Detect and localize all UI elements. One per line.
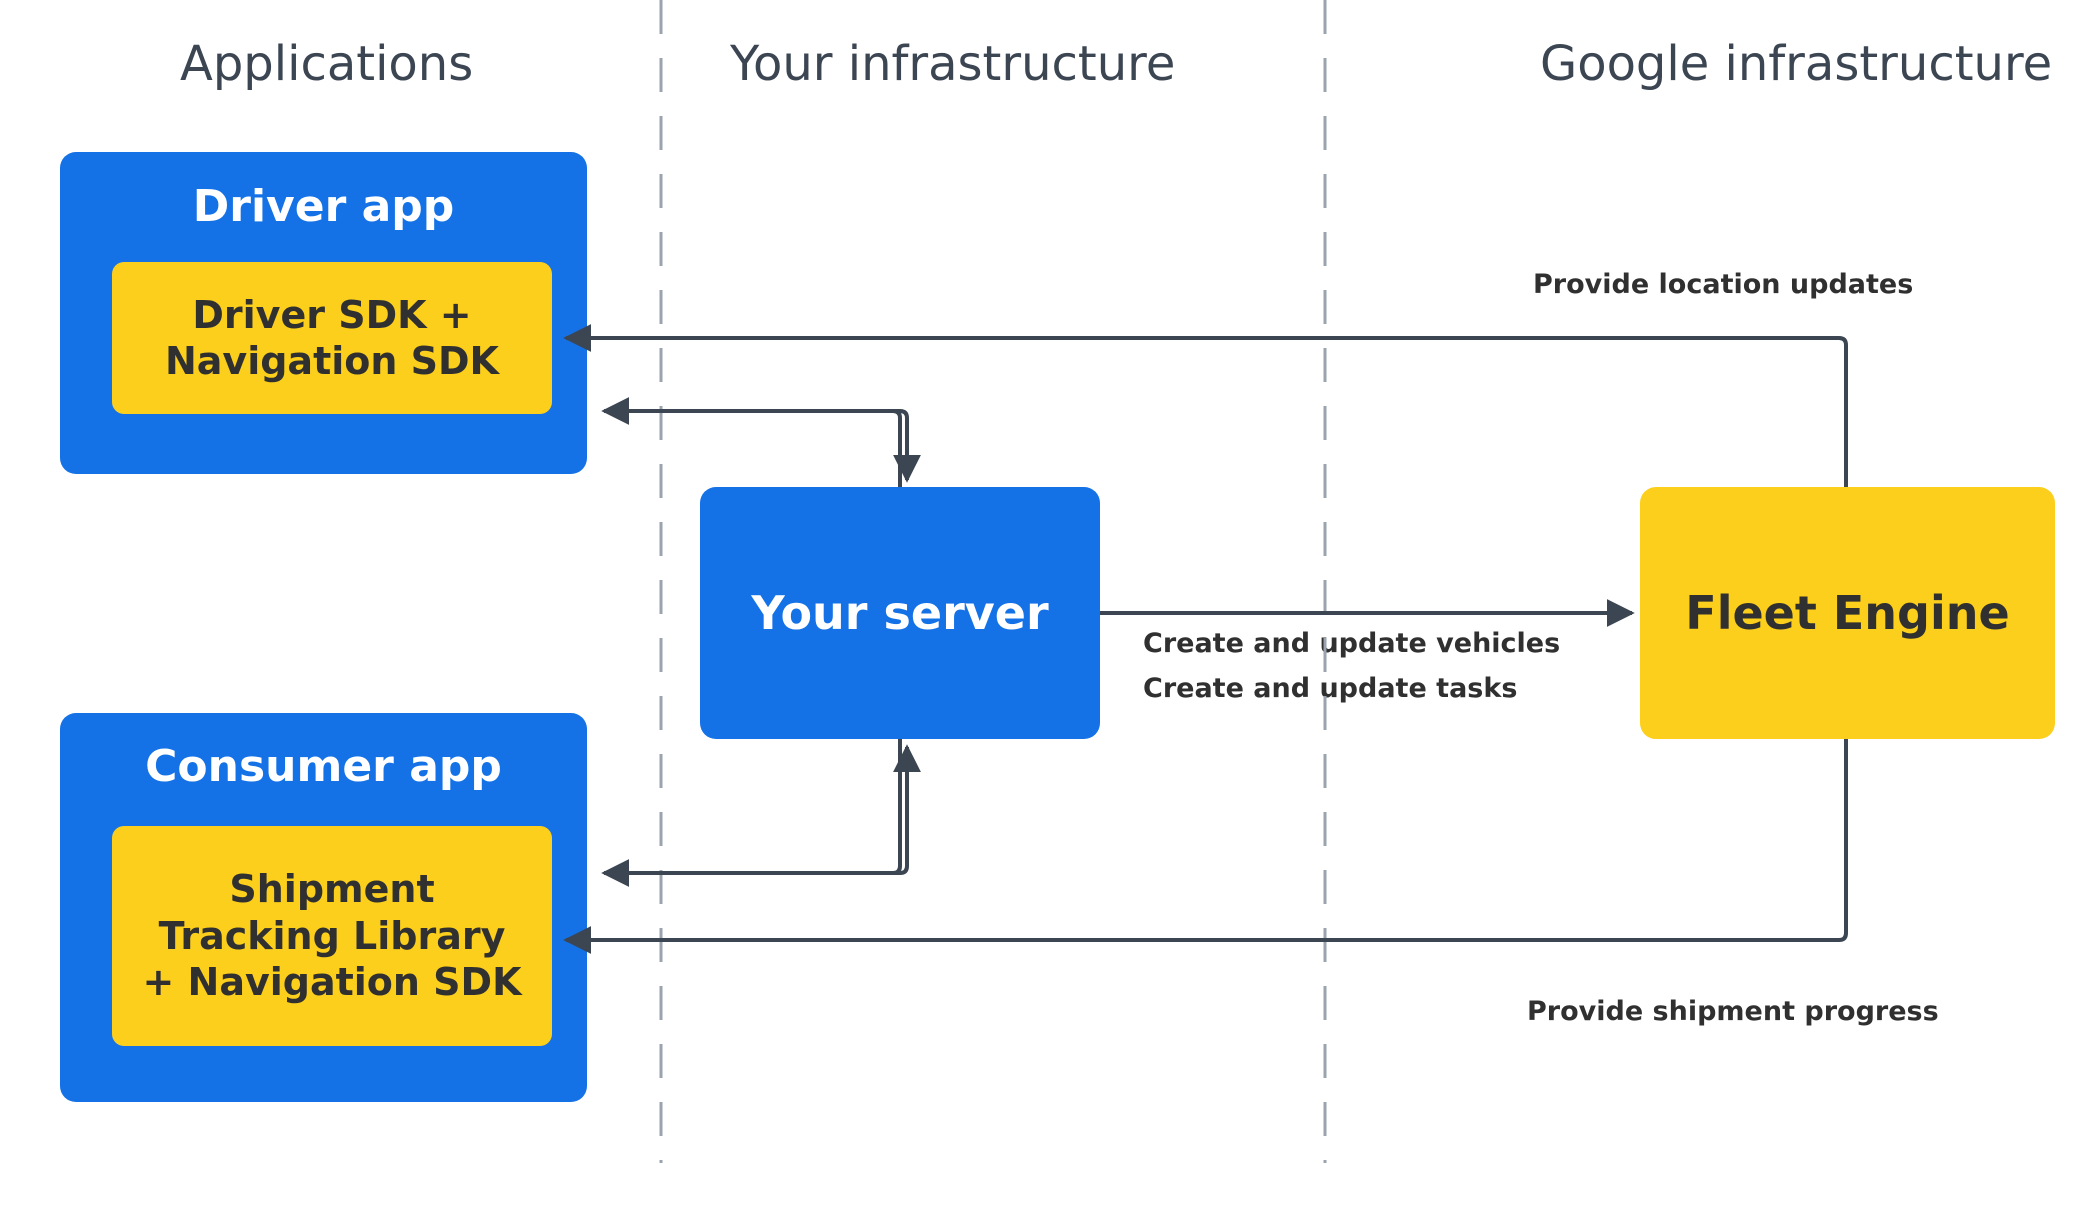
edge-fleet-engine-to-driver-sdk — [563, 324, 1848, 487]
driver-sdk-label: Driver SDK + Navigation SDK — [164, 292, 500, 383]
consumer-app-title: Consumer app — [145, 741, 502, 792]
edge-your-server-to-consumer-app — [601, 739, 902, 887]
edge-label-create-update-tasks: Create and update tasks — [1143, 673, 1518, 704]
column-header-your-infrastructure: Your infrastructure — [730, 36, 1176, 92]
edge-label-provide-location-updates: Provide location updates — [1533, 269, 1914, 300]
driver-app-title: Driver app — [192, 181, 455, 232]
edge-label-provide-shipment-progress: Provide shipment progress — [1527, 996, 1939, 1027]
your-server-label: Your server — [751, 586, 1049, 640]
node-consumer-app[interactable]: Consumer app Shipment Tracking Library +… — [60, 713, 587, 1102]
column-header-applications: Applications — [180, 36, 474, 92]
consumer-sdk-label: Shipment Tracking Library + Navigation S… — [142, 867, 522, 1005]
node-your-server[interactable]: Your server — [700, 487, 1100, 739]
driver-sdk-box[interactable]: Driver SDK + Navigation SDK — [112, 262, 552, 414]
column-header-google-infrastructure: Google infrastructure — [1540, 36, 2053, 92]
edge-fleet-engine-to-consumer-sdk — [563, 739, 1848, 954]
node-driver-app[interactable]: Driver app Driver SDK + Navigation SDK — [60, 152, 587, 474]
node-fleet-engine[interactable]: Fleet Engine — [1640, 487, 2055, 739]
fleet-engine-label: Fleet Engine — [1685, 586, 2010, 640]
edge-label-create-update-vehicles: Create and update vehicles — [1143, 628, 1561, 659]
consumer-sdk-box[interactable]: Shipment Tracking Library + Navigation S… — [112, 826, 552, 1046]
edge-into-your-server-top — [893, 409, 921, 483]
edge-your-server-to-driver-app — [601, 397, 902, 487]
edge-into-your-server-bottom — [893, 744, 921, 875]
